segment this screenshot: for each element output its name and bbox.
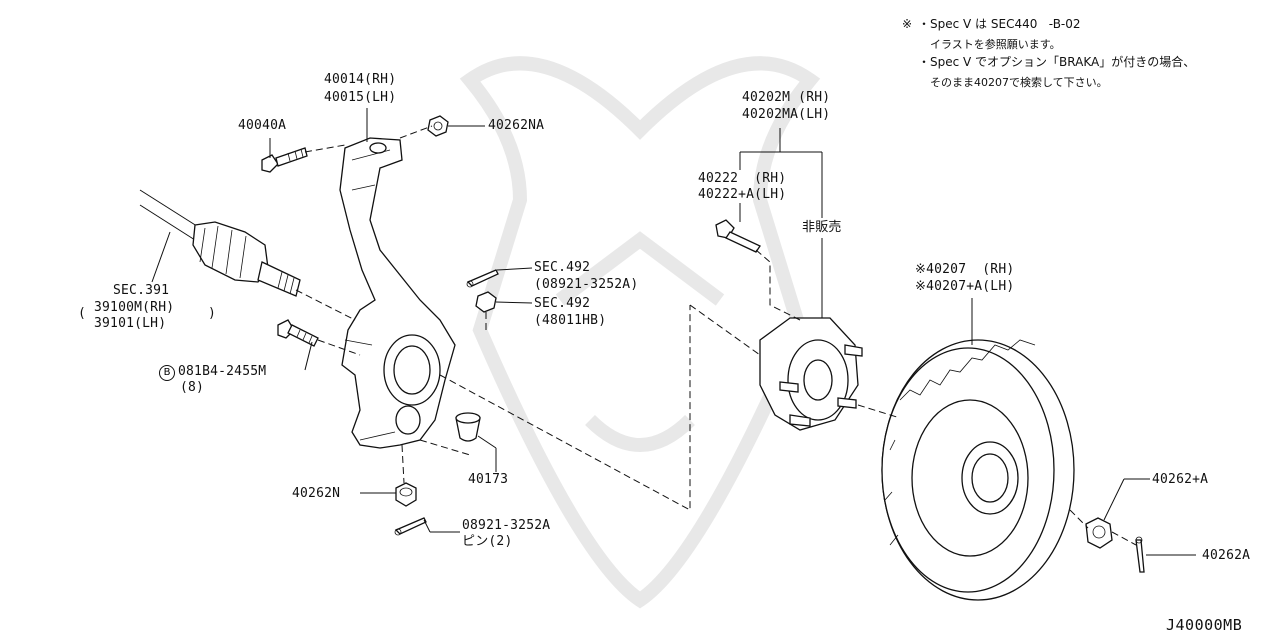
label-pin-08921-qty: ピン(2)	[462, 534, 513, 549]
label-not-sold: 非販売	[802, 220, 842, 235]
label-hub-rh: 40202M (RH)	[742, 90, 831, 105]
label-cap-40173: 40173	[468, 472, 509, 487]
bolt-group-marker: B	[159, 365, 175, 381]
label-sec492-pin: SEC.492	[534, 260, 591, 275]
label-sec492-nut-sub: (48011HB)	[534, 313, 607, 328]
note1-line1: ・Spec V は SEC440 -B-02	[918, 17, 1081, 31]
brake-rotor	[881, 339, 1075, 601]
label-knuckle-lh: 40015(LH)	[324, 90, 397, 105]
bolt-40040a	[261, 147, 308, 173]
label-nut-40262a-plus: 40262+A	[1152, 472, 1209, 487]
nut-40262a-plus	[1085, 517, 1113, 549]
label-driveshaft-lh: 39101(LH)	[94, 316, 167, 331]
assembly-lines	[295, 125, 1137, 546]
hub-stud-40222	[715, 219, 761, 253]
label-sec492-nut: SEC.492	[534, 296, 591, 311]
bolt-081b4	[277, 319, 319, 347]
steering-knuckle	[339, 137, 456, 449]
cotter-pin-upper	[466, 269, 499, 288]
label-paren-open: (	[78, 306, 87, 321]
cotter-pin-lower	[394, 517, 427, 536]
label-stud-rh: 40222 (RH)	[698, 171, 787, 186]
label-bolt-081b4-qty: (8)	[180, 380, 205, 395]
label-rotor-lh: ※40207+A(LH)	[915, 279, 1015, 294]
label-driveshaft-rh: 39100M(RH)	[94, 300, 175, 315]
label-pin-40262a: 40262A	[1202, 548, 1251, 563]
label-stud-lh: 40222+A(LH)	[698, 187, 787, 202]
cotter-pin-40262a	[1135, 536, 1145, 573]
label-sec391: SEC.391	[113, 283, 170, 298]
label-knuckle-rh: 40014(RH)	[324, 72, 397, 87]
label-hub-lh: 40202MA(LH)	[742, 107, 831, 122]
note1-line2: イラストを参照願います。	[930, 38, 1061, 51]
note2-line1: ・Spec V でオプション「BRAKA」が付きの場合、	[918, 55, 1196, 69]
label-bolt-081b4: 081B4-2455M	[178, 364, 267, 379]
label-bolt-40040a: 40040A	[238, 118, 287, 133]
nut-40262n	[395, 482, 417, 507]
label-sec492-pin-sub: (08921-3252A)	[534, 277, 639, 292]
leader-lines	[151, 108, 1196, 556]
label-pin-08921: 08921-3252A	[462, 518, 551, 533]
label-nut-40262n: 40262N	[292, 486, 341, 501]
diagram-reference-code: J40000MB	[1166, 616, 1243, 634]
label-paren-close: )	[208, 306, 217, 321]
label-nut-40262na: 40262NA	[488, 118, 545, 133]
note-symbol: ※	[902, 17, 913, 31]
castle-nut-upper	[475, 291, 497, 313]
drive-shaft	[139, 189, 301, 297]
cap-40173	[455, 412, 481, 442]
nut-40262na	[427, 115, 449, 137]
note2-line2: そのまま40207で検索して下さい。	[930, 76, 1108, 89]
label-rotor-rh: ※40207 (RH)	[915, 262, 1015, 277]
wheel-hub	[759, 317, 863, 431]
